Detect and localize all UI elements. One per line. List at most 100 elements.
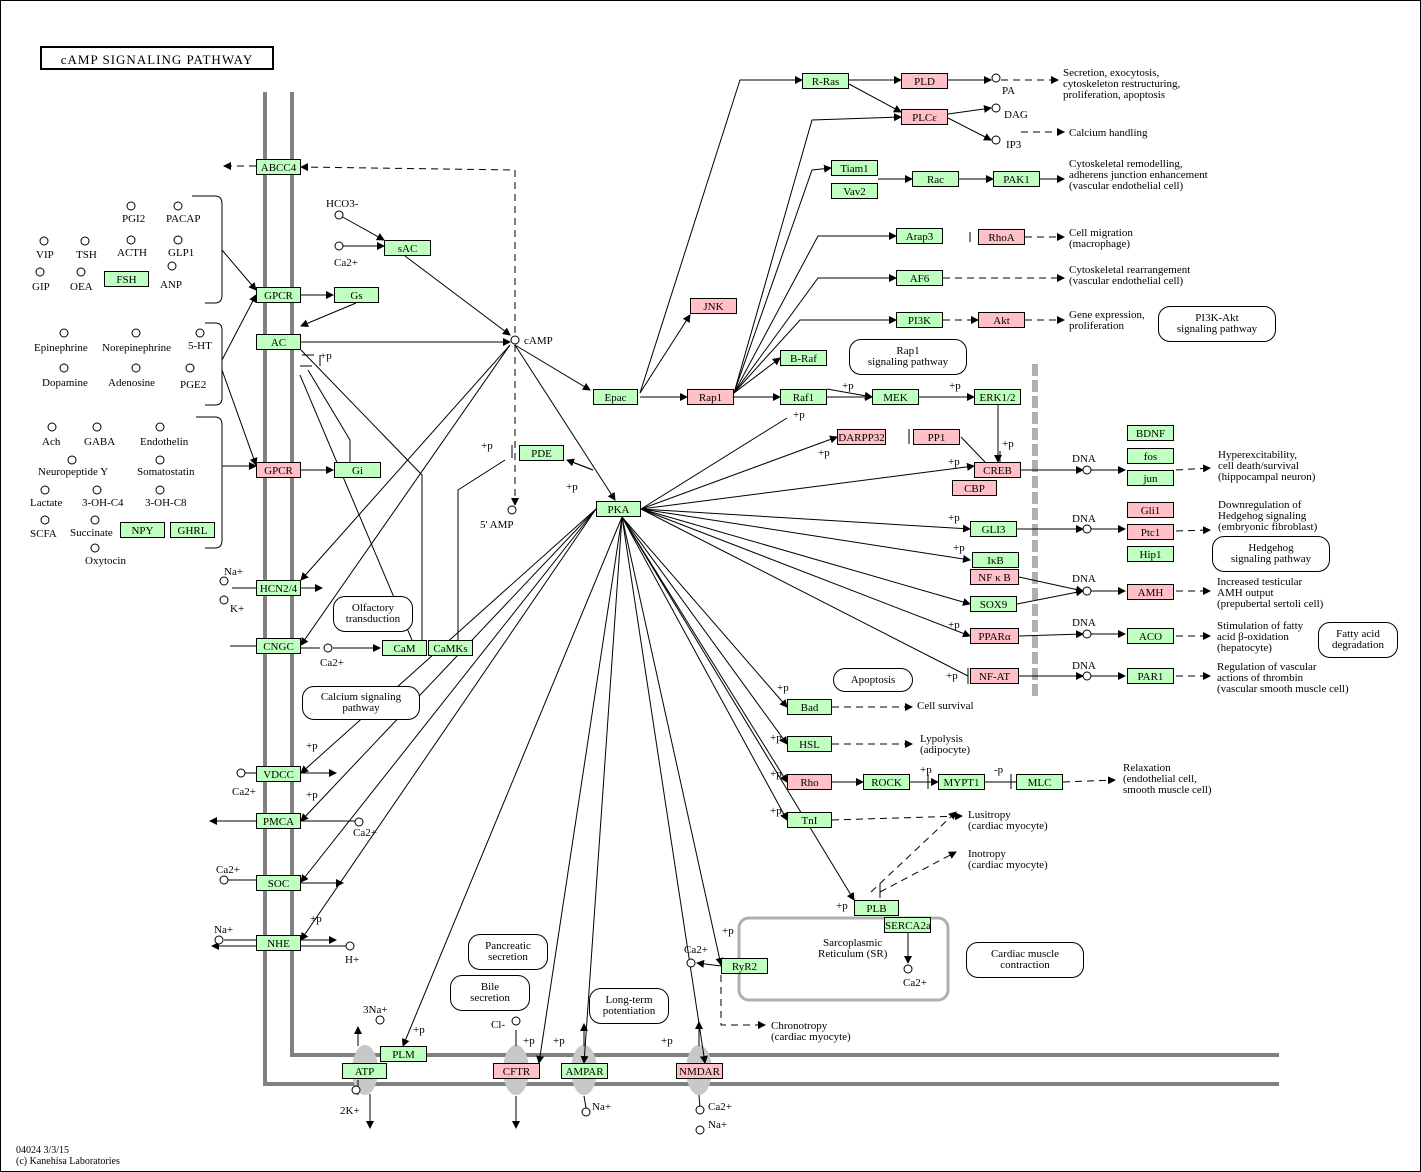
gene-arap3[interactable]: Arap3 [896,228,943,244]
compound-dna1[interactable] [1082,465,1092,475]
gene-vdcc[interactable]: VDCC [256,766,301,782]
compound-ca_cngc[interactable] [323,643,333,653]
gene-pp1[interactable]: PP1 [913,429,960,445]
gene-vav2[interactable]: Vav2 [831,183,878,199]
gene-mypt1[interactable]: MYPT1 [938,774,985,790]
gene-cbp[interactable]: CBP [952,480,997,496]
compound-glp1[interactable] [173,235,183,245]
compound-pacap[interactable] [173,201,183,211]
map-link-olfactory[interactable]: Olfactory transduction [333,596,413,632]
compound-somatostatin[interactable] [155,455,165,465]
map-link-pancreatic[interactable]: Pancreatic secretion [468,934,548,970]
gene-gli1[interactable]: Gli1 [1127,502,1174,518]
compound-ht5[interactable] [195,328,205,338]
gene-sox9[interactable]: SOX9 [970,596,1017,612]
compound-ach[interactable] [47,422,57,432]
map-link-cardiac[interactable]: Cardiac muscle contraction [966,942,1084,978]
gene-pmca[interactable]: PMCA [256,813,301,829]
gene-gs[interactable]: Gs [334,287,379,303]
compound-acth[interactable] [126,235,136,245]
gene-camks[interactable]: CaMKs [428,640,473,656]
gene-ryr2[interactable]: RyR2 [721,958,768,974]
compound-ca_ryr[interactable] [686,958,696,968]
gene-serca[interactable]: SERCA2a [884,917,931,933]
gene-braf[interactable]: B-Raf [780,350,827,366]
gene-rac[interactable]: Rac [912,171,959,187]
gene-tni[interactable]: TnI [787,812,832,828]
compound-na_ampar[interactable] [581,1107,591,1117]
compound-vip[interactable] [39,236,49,246]
compound-ca_soc[interactable] [219,875,229,885]
map-link-ltp[interactable]: Long-term potentiation [589,988,669,1024]
gene-fos[interactable]: fos [1127,448,1174,464]
compound-neuropeptidey[interactable] [67,455,77,465]
gene-amh[interactable]: AMH [1127,584,1174,600]
map-link-calcium[interactable]: Calcium signaling pathway [302,686,420,720]
gene-soc[interactable]: SOC [256,875,301,891]
compound-ohc4[interactable] [92,485,102,495]
compound-succinate[interactable] [90,515,100,525]
map-link-rap1sig[interactable]: Rap1 signaling pathway [849,339,967,375]
compound-dopamine[interactable] [59,363,69,373]
compound-dna4[interactable] [1082,629,1092,639]
compound-gaba[interactable] [92,422,102,432]
gene-fsh[interactable]: FSH [104,271,149,287]
gene-akt[interactable]: Akt [978,312,1025,328]
compound-gip[interactable] [35,267,45,277]
map-link-pi3kakt[interactable]: PI3K-Akt signaling pathway [1158,306,1276,342]
compound-cl[interactable] [511,1016,521,1026]
compound-ca_sac[interactable] [334,241,344,251]
gene-cam[interactable]: CaM [382,640,427,656]
gene-sac[interactable]: sAC [384,240,431,256]
gene-nmdar[interactable]: NMDAR [676,1063,723,1079]
compound-k_hcn[interactable] [219,595,229,605]
gene-rho[interactable]: Rho [787,774,832,790]
compound-pa[interactable] [991,73,1001,83]
gene-abcc4[interactable]: ABCC4 [256,159,301,175]
gene-gli3[interactable]: GLI3 [970,521,1017,537]
gene-bad[interactable]: Bad [787,699,832,715]
compound-epinephrine[interactable] [59,328,69,338]
compound-na_nmdar[interactable] [695,1125,705,1135]
gene-rhoa[interactable]: RhoA [978,229,1025,245]
gene-plce[interactable]: PLCε [901,109,948,125]
compound-h_nhe[interactable] [345,941,355,951]
gene-plm[interactable]: PLM [380,1046,427,1062]
gene-rap1[interactable]: Rap1 [687,389,734,405]
gene-ikb[interactable]: IκB [972,552,1019,568]
compound-na3[interactable] [375,1015,385,1025]
gene-npy[interactable]: NPY [120,522,165,538]
gene-atp[interactable]: ATP [342,1063,387,1079]
gene-jnk[interactable]: JNK [690,298,737,314]
gene-ghrl[interactable]: GHRL [170,522,215,538]
gene-cngc[interactable]: CNGC [256,638,301,654]
compound-ip3[interactable] [991,135,1001,145]
gene-jun[interactable]: jun [1127,470,1174,486]
compound-na_hcn[interactable] [219,576,229,586]
compound-scfa[interactable] [40,515,50,525]
gene-nhe[interactable]: NHE [256,935,301,951]
map-link-apoptosis[interactable]: Apoptosis [833,668,913,692]
gene-pld[interactable]: PLD [901,73,948,89]
gene-aco[interactable]: ACO [1127,628,1174,644]
gene-epac[interactable]: Epac [593,389,638,405]
compound-dna3[interactable] [1082,586,1092,596]
compound-oea[interactable] [76,267,86,277]
gene-raf1[interactable]: Raf1 [780,389,827,405]
map-link-fattyacid[interactable]: Fatty acid degradation [1318,622,1398,658]
gene-nfkb[interactable]: NF κ B [970,569,1019,585]
compound-amp5[interactable] [507,505,517,515]
gene-hip1[interactable]: Hip1 [1127,546,1174,562]
compound-hco3[interactable] [334,210,344,220]
gene-ppara[interactable]: PPARα [970,628,1019,644]
gene-hsl[interactable]: HSL [787,736,832,752]
gene-pka[interactable]: PKA [596,501,641,517]
compound-camp[interactable] [510,335,520,345]
compound-dag[interactable] [991,103,1001,113]
gene-cftr[interactable]: CFTR [493,1063,540,1079]
compound-pge2[interactable] [185,363,195,373]
compound-endothelin[interactable] [155,422,165,432]
gene-nfat[interactable]: NF-AT [970,668,1019,684]
compound-pgi2[interactable] [126,201,136,211]
gene-creb[interactable]: CREB [974,462,1021,478]
